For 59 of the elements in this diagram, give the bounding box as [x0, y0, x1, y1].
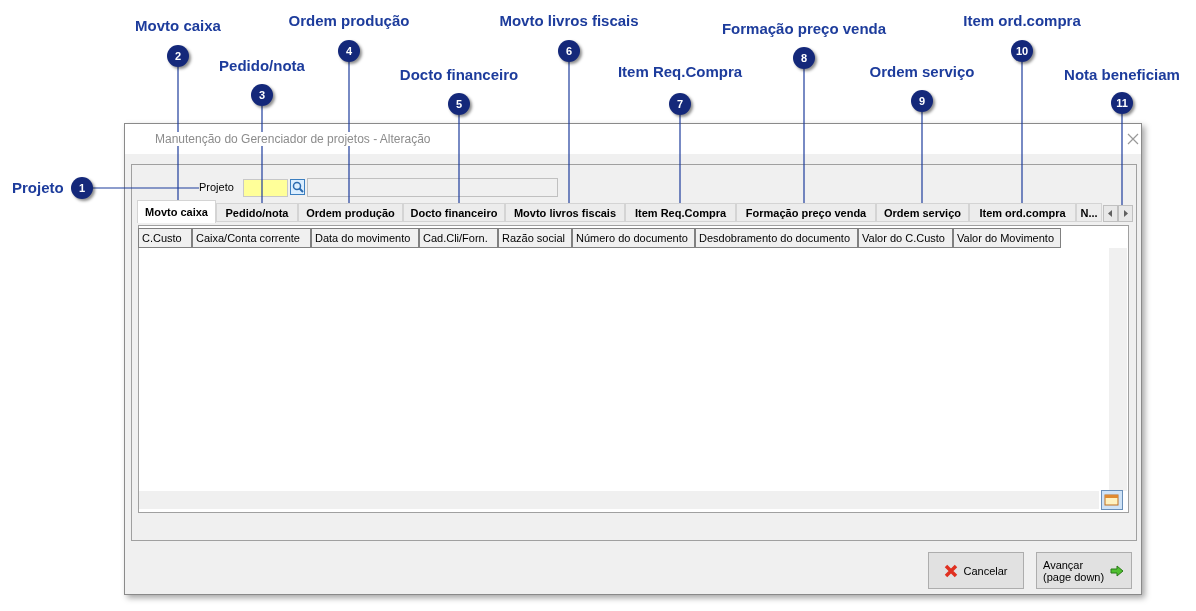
leader-line — [1021, 61, 1023, 204]
leader-line — [458, 114, 460, 204]
callout-number: 10 — [1011, 40, 1033, 62]
tab: N... — [1076, 203, 1102, 222]
cancel-button: Cancelar — [928, 552, 1024, 589]
callout-number: 11 — [1111, 92, 1133, 114]
tab: Pedido/nota — [216, 203, 298, 222]
tab: Formação preço venda — [736, 203, 876, 222]
callout-title: Nota beneficiam — [1063, 66, 1181, 83]
callout-title: Ordem serviço — [868, 63, 976, 80]
tab: Ordem serviço — [876, 203, 969, 222]
callout-number: 4 — [338, 40, 360, 62]
scroll-button — [1118, 205, 1133, 222]
leader-line — [177, 66, 179, 201]
callout-title: Movto caixa — [134, 17, 222, 34]
leader-line — [92, 187, 200, 189]
leader-line — [921, 111, 923, 204]
callout-number: 6 — [558, 40, 580, 62]
callout-title: Movto livros fiscais — [498, 12, 640, 29]
next-button: Avançar (page down) — [1036, 552, 1132, 589]
callout-title: Ordem produção — [287, 12, 411, 29]
callout-number: 1 — [71, 177, 93, 199]
leader-line — [568, 61, 570, 204]
column-header: Cad.Cli/Forn. — [419, 228, 498, 248]
leader-line — [1121, 113, 1123, 206]
column-header: C.Custo — [138, 228, 192, 248]
scroll-button — [1103, 205, 1118, 222]
tab: Docto financeiro — [403, 203, 505, 222]
callout-number: 9 — [911, 90, 933, 112]
column-header: Data do movimento — [311, 228, 419, 248]
leader-line — [679, 114, 681, 204]
callout-title: Docto financeiro — [398, 66, 520, 83]
column-header: Valor do Movimento — [953, 228, 1061, 248]
tab: Item ord.compra — [969, 203, 1076, 222]
callout-number: 5 — [448, 93, 470, 115]
leader-line — [803, 68, 805, 204]
column-header: Razão social — [498, 228, 572, 248]
callout-title: Projeto — [12, 179, 64, 196]
window-title: Manutenção do Gerenciador de projetos - Alteração — [155, 132, 431, 146]
callout-title: Item ord.compra — [962, 12, 1082, 29]
callout-number: 3 — [251, 84, 273, 106]
leader-line — [261, 105, 263, 204]
callout-title: Pedido/nota — [218, 57, 306, 74]
callout-number: 8 — [793, 47, 815, 69]
column-header: Valor do C.Custo — [858, 228, 953, 248]
callout-title: Item Req.Compra — [616, 63, 744, 80]
leader-line — [348, 61, 350, 204]
tab: Item Req.Compra — [625, 203, 736, 222]
tab: Movto livros fiscais — [505, 203, 625, 222]
tab: Movto caixa — [137, 200, 216, 223]
column-header: Número do documento — [572, 228, 695, 248]
column-header: Caixa/Conta corrente — [192, 228, 311, 248]
callout-number: 7 — [669, 93, 691, 115]
callout-title: Formação preço venda — [720, 20, 888, 37]
callout-number: 2 — [167, 45, 189, 67]
field-label: Projeto — [199, 181, 234, 193]
dialog-window — [124, 123, 1142, 595]
column-header: Desdobramento do documento — [695, 228, 858, 248]
tab: Ordem produção — [298, 203, 403, 222]
